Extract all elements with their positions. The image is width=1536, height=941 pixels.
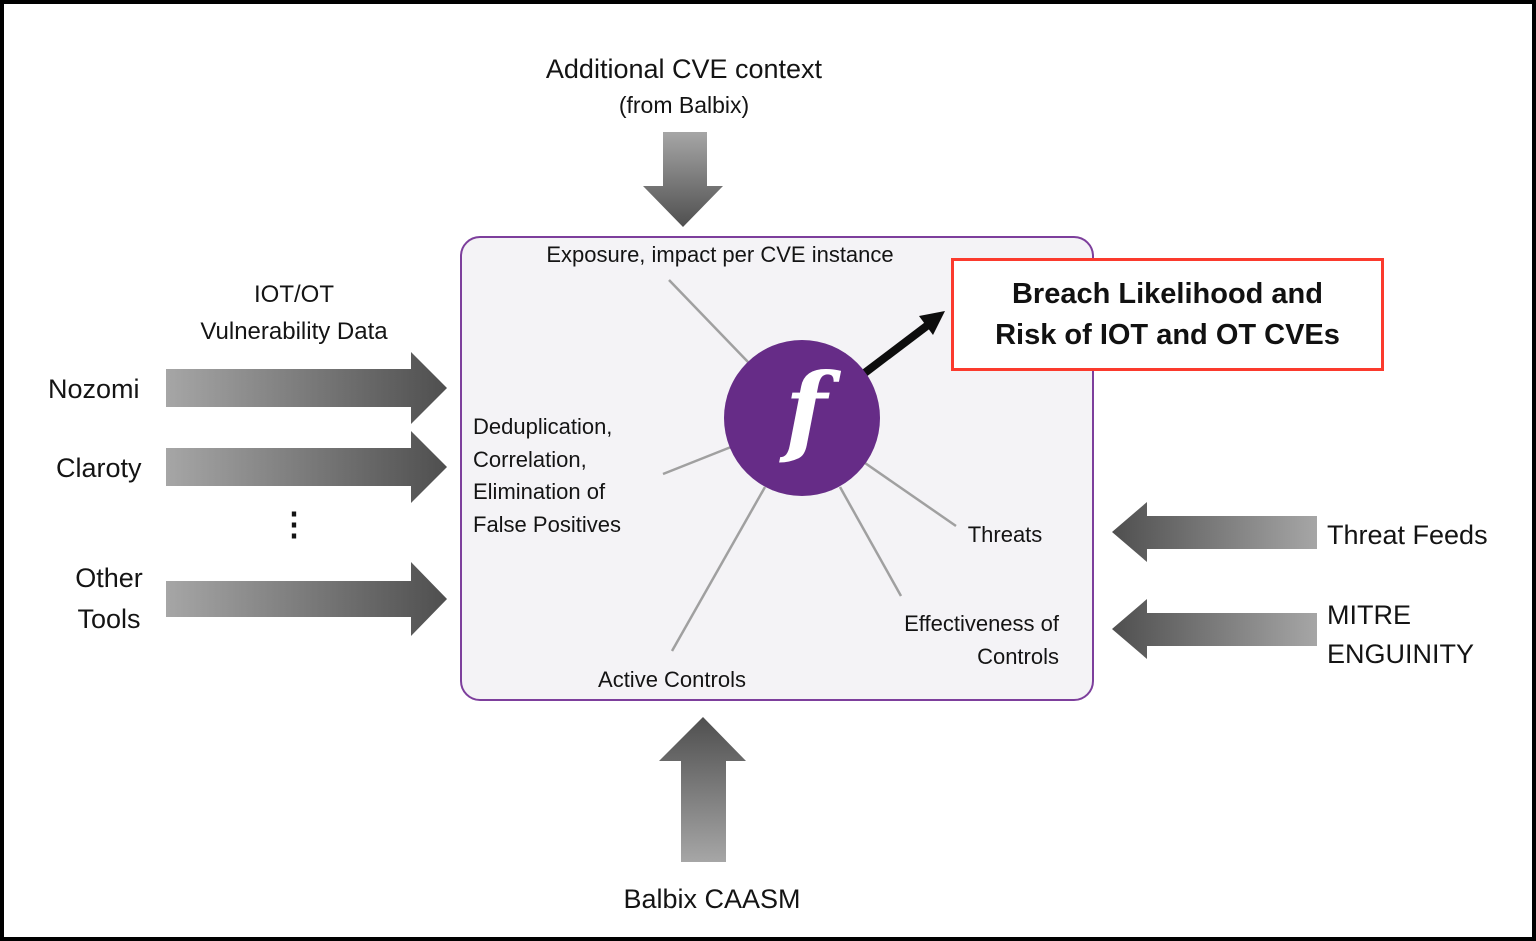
output-arrow: [859, 311, 945, 379]
more-sources-ellipsis-icon: ⋮: [278, 506, 310, 542]
mitre-enguinity-label: MITRE ENGUINITY: [1327, 600, 1475, 669]
threats-label: Threats: [967, 522, 1043, 547]
cve-context-sublabel: (from Balbix): [618, 92, 750, 118]
other-tools-input-arrow: [166, 562, 447, 636]
cve-context-label: Additional CVE context: [545, 54, 823, 84]
effectiveness-of-controls-label: Effectiveness of Controls: [904, 611, 1059, 669]
cve-context-down-arrow: [643, 132, 723, 227]
connector-effectiveness: [838, 486, 903, 597]
function-circle: f: [724, 340, 880, 496]
connector-exposure: [668, 279, 749, 363]
mitre-input-arrow: [1112, 599, 1317, 659]
exposure-impact-label: Exposure, impact per CVE instance: [546, 242, 894, 267]
deduplication-label: Deduplication, Correlation, Elimination …: [473, 414, 621, 537]
balbix-caasm-up-arrow: [659, 717, 746, 862]
other-tools-label: Other Tools: [75, 563, 143, 634]
connector-lines: [662, 279, 957, 652]
threat-feeds-input-arrow: [1112, 502, 1317, 562]
active-controls-label: Active Controls: [598, 667, 746, 692]
nozomi-input-arrow: [166, 352, 447, 424]
claroty-input-arrow: [166, 431, 447, 503]
nozomi-label: Nozomi: [48, 374, 140, 404]
threat-feeds-label: Threat Feeds: [1327, 520, 1488, 550]
output-arrowhead: [919, 311, 945, 335]
function-f-icon: f: [784, 352, 828, 468]
claroty-label: Claroty: [56, 453, 142, 483]
balbix-caasm-label: Balbix CAASM: [623, 884, 801, 914]
iot-ot-vulnerability-data-heading: IOT/OT Vulnerability Data: [200, 281, 388, 345]
connector-active-controls: [670, 486, 767, 652]
breach-likelihood-output-box: Breach Likelihood and Risk of IOT and OT…: [951, 258, 1384, 371]
connector-dedup: [662, 445, 732, 476]
diagram-arrows-layer: [166, 132, 1317, 862]
connector-threats: [864, 461, 957, 528]
